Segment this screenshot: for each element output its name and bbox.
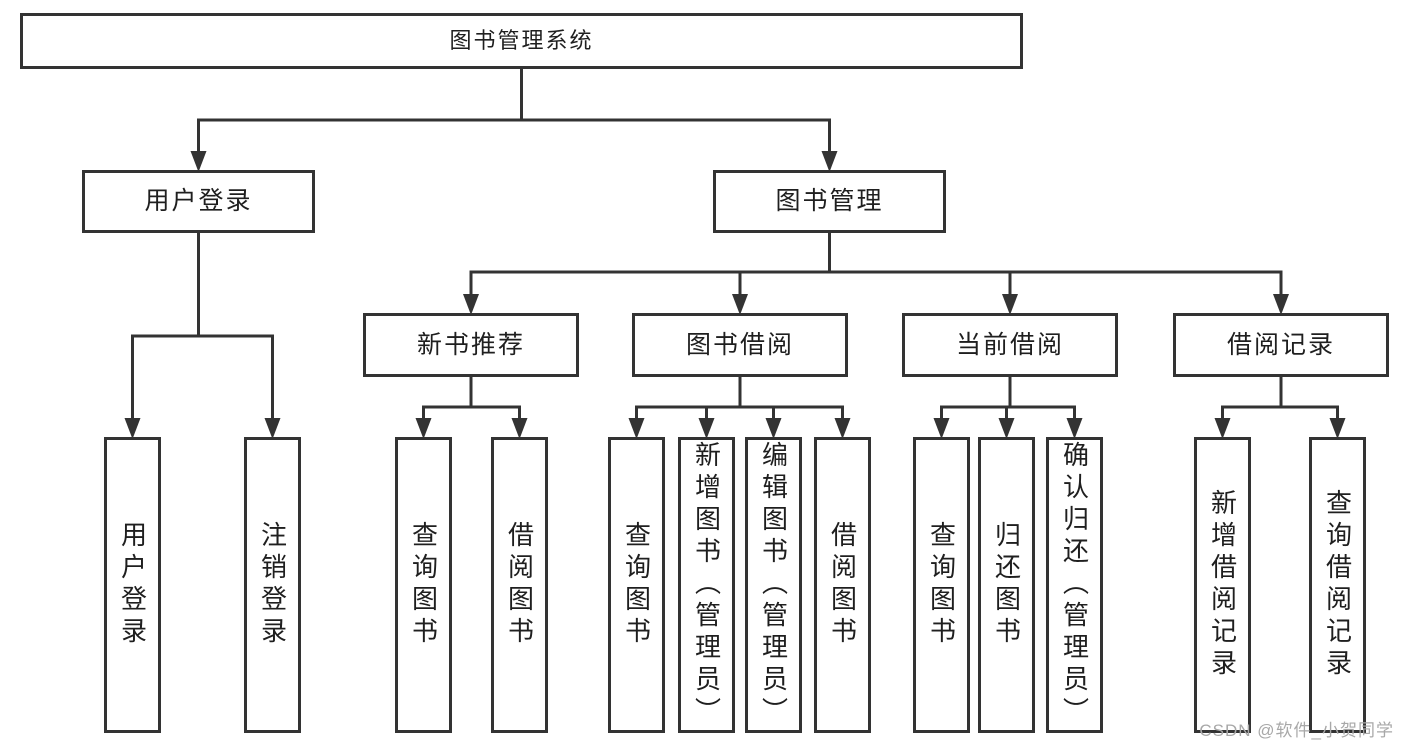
leaf-return-book: 归还图书 — [978, 437, 1035, 733]
node-label: 图书借阅 — [685, 330, 794, 359]
leaf-borrow-book-recommend: 借阅图书 — [491, 437, 548, 733]
node-label: 查询图书 — [621, 521, 652, 649]
node-label: 用户登录 — [144, 187, 253, 215]
leaf-logout-login: 注销登录 — [244, 437, 301, 733]
node-book-management: 图书管理 — [713, 170, 946, 233]
leaf-confirm-return-admin: 确认归还（管理员） — [1046, 437, 1103, 733]
node-label: 用户登录 — [117, 521, 148, 649]
leaf-add-book-admin: 新增图书（管理员） — [678, 437, 735, 733]
leaf-edit-book-admin: 编辑图书（管理员） — [745, 437, 802, 733]
node-label: 图书管理系统 — [449, 28, 594, 53]
leaf-borrow-book: 借阅图书 — [814, 437, 871, 733]
leaf-query-borrow-record: 查询借阅记录 — [1309, 437, 1366, 733]
node-label: 确认归还（管理员） — [1059, 441, 1090, 729]
leaf-query-book-recommend: 查询图书 — [395, 437, 452, 733]
csdn-watermark: CSDN @软件_小贺同学 — [1199, 721, 1394, 740]
node-user-login: 用户登录 — [82, 170, 315, 233]
node-current-borrow: 当前借阅 — [902, 313, 1118, 377]
node-label: 借阅图书 — [504, 521, 535, 649]
node-label: 新书推荐 — [416, 330, 525, 359]
node-label: 编辑图书（管理员） — [758, 441, 789, 729]
node-label: 归还图书 — [991, 521, 1022, 649]
node-book-borrow: 图书借阅 — [632, 313, 848, 377]
node-label: 借阅记录 — [1226, 330, 1335, 359]
node-label: 查询图书 — [926, 521, 957, 649]
node-label: 新增借阅记录 — [1207, 489, 1238, 681]
leaf-add-borrow-record: 新增借阅记录 — [1194, 437, 1251, 733]
node-borrow-record: 借阅记录 — [1173, 313, 1389, 377]
node-label: 图书管理 — [775, 187, 884, 215]
node-new-book-recommend: 新书推荐 — [363, 313, 579, 377]
leaf-user-login: 用户登录 — [104, 437, 161, 733]
node-root-library-system: 图书管理系统 — [20, 13, 1023, 69]
node-label: 查询图书 — [408, 521, 439, 649]
node-label: 当前借阅 — [955, 330, 1064, 359]
node-label: 注销登录 — [257, 521, 288, 649]
node-label: 新增图书（管理员） — [691, 441, 722, 729]
node-label: 查询借阅记录 — [1322, 489, 1353, 681]
leaf-query-book-current: 查询图书 — [913, 437, 970, 733]
node-label: 借阅图书 — [827, 521, 858, 649]
leaf-query-book-borrow: 查询图书 — [608, 437, 665, 733]
